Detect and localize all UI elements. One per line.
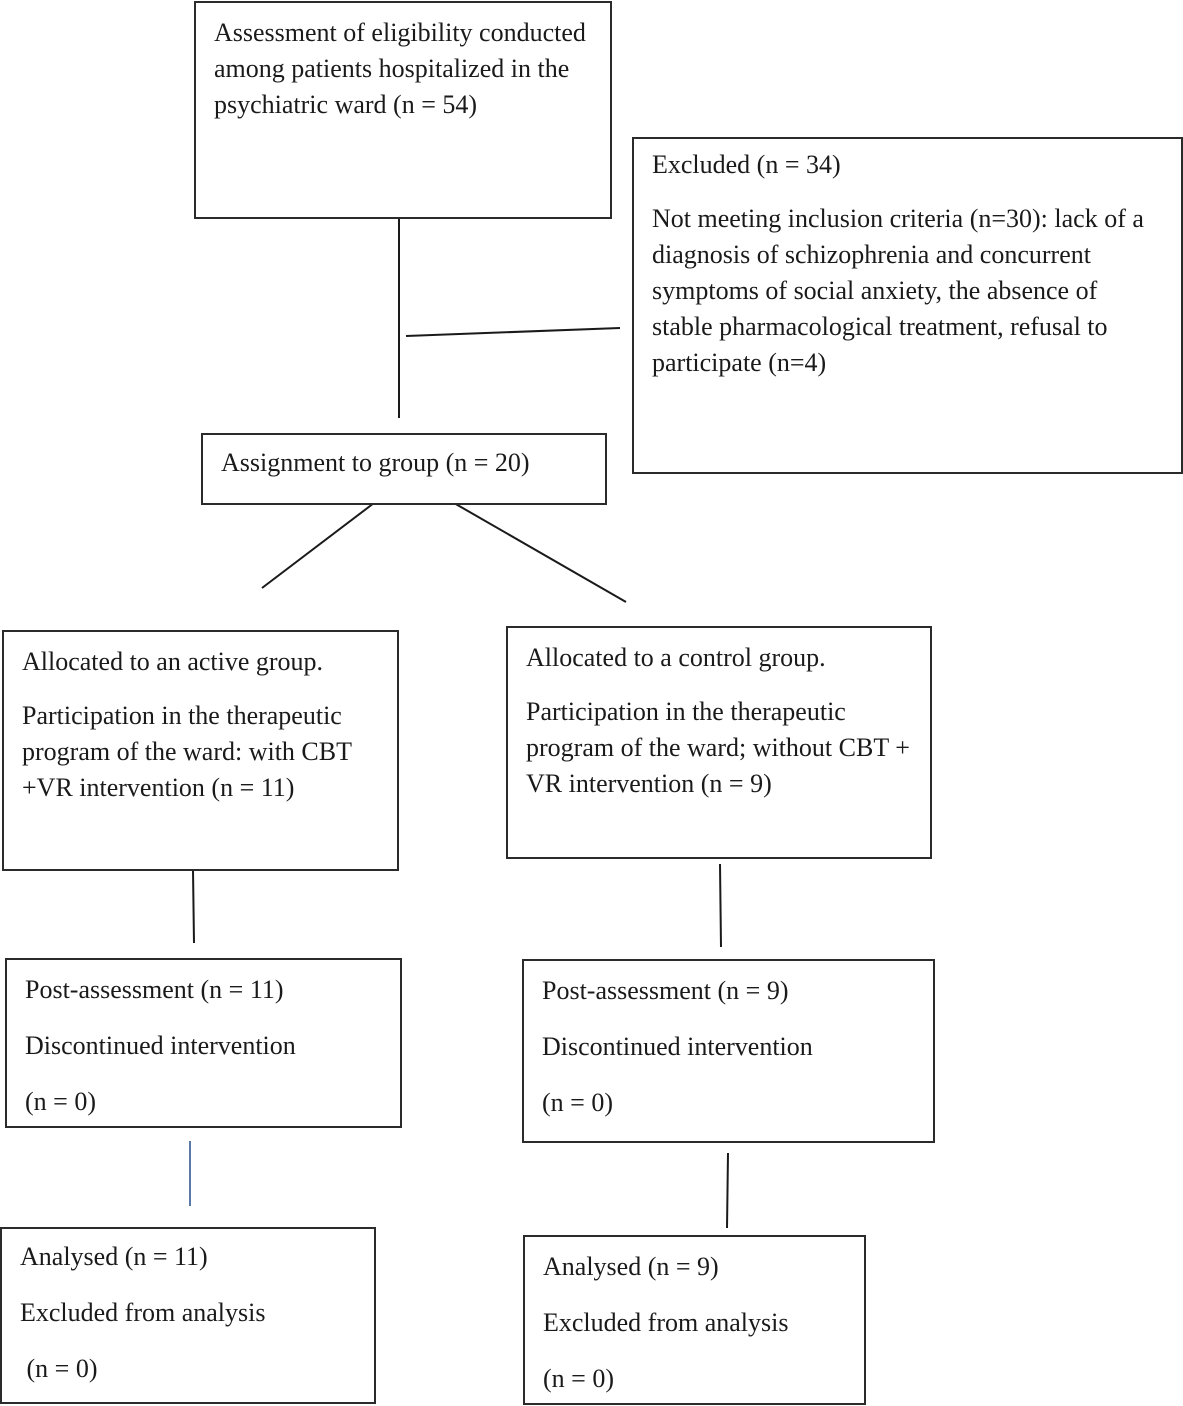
- eligibility-box: Assessment of eligibility conducted amon…: [194, 1, 612, 219]
- control-post-title: Post-assessment (n = 9): [542, 976, 789, 1005]
- connector-control-to-post: [719, 863, 722, 948]
- active-post-count: (n = 0): [25, 1087, 96, 1116]
- active-analysed-excluded: Excluded from analysis: [20, 1298, 266, 1327]
- active-analysed-box: Analysed (n = 11) Excluded from analysis…: [0, 1227, 376, 1404]
- active-group-detail: Participation in the therapeutic program…: [22, 701, 352, 802]
- connector-assignment-to-active: [261, 502, 375, 589]
- connector-control-post-to-analysed: [726, 1152, 729, 1229]
- active-post-discontinued: Discontinued intervention: [25, 1031, 296, 1060]
- active-post-assessment-box: Post-assessment (n = 11) Discontinued in…: [5, 958, 402, 1128]
- control-analysed-count: (n = 0): [543, 1364, 614, 1393]
- assignment-text: Assignment to group (n = 20): [221, 448, 530, 477]
- excluded-box: Excluded (n = 34) Not meeting inclusion …: [632, 137, 1183, 474]
- connector-active-to-post: [192, 869, 195, 944]
- active-analysed-count: (n = 0): [20, 1354, 98, 1383]
- control-analysed-excluded: Excluded from analysis: [543, 1308, 789, 1337]
- eligibility-text: Assessment of eligibility conducted amon…: [214, 18, 586, 119]
- excluded-title: Excluded (n = 34): [652, 150, 841, 179]
- active-analysed-title: Analysed (n = 11): [20, 1242, 208, 1271]
- control-group-box: Allocated to a control group. Participat…: [506, 626, 932, 859]
- control-post-discontinued: Discontinued intervention: [542, 1032, 813, 1061]
- assignment-box: Assignment to group (n = 20): [201, 433, 607, 505]
- control-analysed-box: Analysed (n = 9) Excluded from analysis …: [523, 1235, 866, 1405]
- connector-to-excluded: [405, 327, 621, 337]
- connector-assignment-to-control: [453, 502, 627, 603]
- excluded-detail: Not meeting inclusion criteria (n=30): l…: [652, 204, 1144, 377]
- control-group-title: Allocated to a control group.: [526, 643, 826, 672]
- active-post-title: Post-assessment (n = 11): [25, 975, 284, 1004]
- control-post-count: (n = 0): [542, 1088, 613, 1117]
- active-group-box: Allocated to an active group. Participat…: [2, 630, 399, 871]
- control-analysed-title: Analysed (n = 9): [543, 1252, 719, 1281]
- active-group-title: Allocated to an active group.: [22, 647, 324, 676]
- control-group-detail: Participation in the therapeutic program…: [526, 697, 910, 798]
- control-post-assessment-box: Post-assessment (n = 9) Discontinued int…: [522, 959, 935, 1143]
